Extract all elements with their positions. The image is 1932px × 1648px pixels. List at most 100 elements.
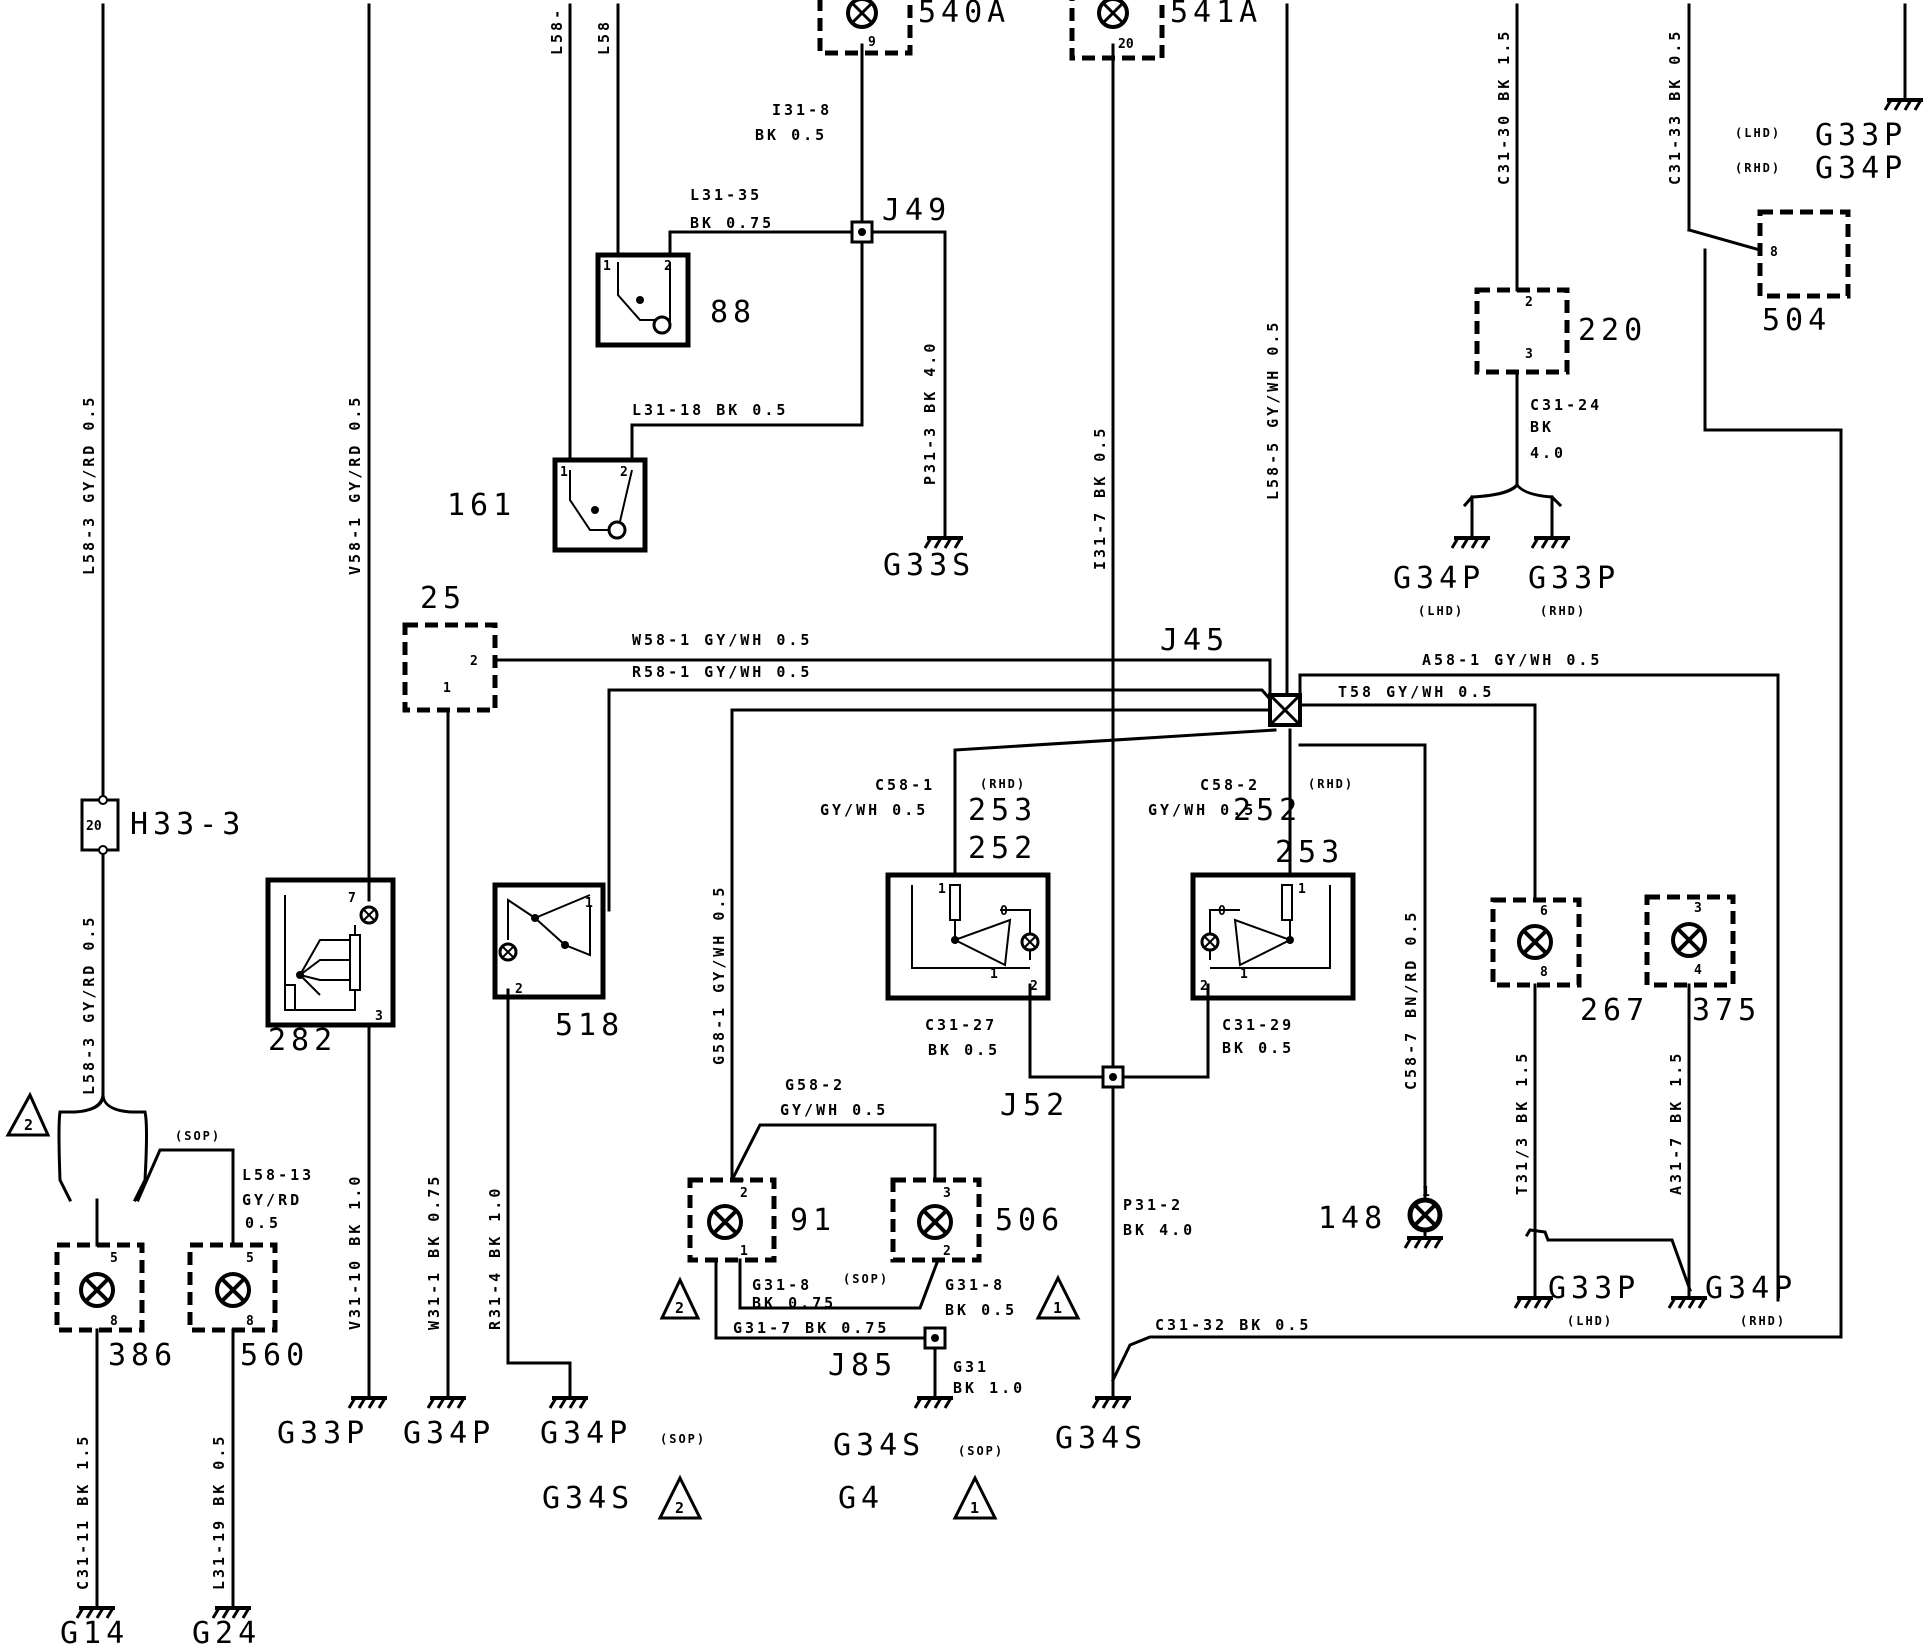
junction-j85: J85 <box>828 1326 947 1383</box>
relay-right: 1 0 2 1 252 253 <box>1190 793 1356 1001</box>
label-541a: 541A <box>1170 0 1262 30</box>
svg-text:BK 4.0: BK 4.0 <box>1123 1221 1195 1239</box>
svg-text:2: 2 <box>620 465 628 480</box>
component-148: 1 148 <box>1318 1185 1445 1250</box>
svg-text:BK 0.5: BK 0.5 <box>945 1301 1017 1319</box>
label-161: 161 <box>447 488 516 523</box>
label-g33p-r: G33P <box>1548 1271 1640 1306</box>
svg-text:L31-18 BK 0.5: L31-18 BK 0.5 <box>632 401 788 419</box>
svg-text:1: 1 <box>1240 967 1248 982</box>
svg-text:2: 2 <box>470 654 478 669</box>
svg-text:V58-1 GY/RD 0.5: V58-1 GY/RD 0.5 <box>346 395 364 575</box>
svg-text:(RHD): (RHD) <box>1540 604 1586 618</box>
svg-text:W31-1 BK 0.75: W31-1 BK 0.75 <box>425 1174 443 1330</box>
junction-j45: J45 <box>1160 623 1302 727</box>
label-g4: G4 <box>838 1481 884 1516</box>
label-504: 504 <box>1762 303 1831 338</box>
label-91: 91 <box>790 1203 836 1238</box>
label-220: 220 <box>1578 313 1647 348</box>
svg-text:G31: G31 <box>953 1358 989 1376</box>
svg-text:3: 3 <box>943 1186 951 1201</box>
svg-text:20: 20 <box>86 819 102 834</box>
svg-text:C58-7 BN/RD 0.5: C58-7 BN/RD 0.5 <box>1402 910 1420 1090</box>
svg-text:BK 0.5: BK 0.5 <box>755 126 827 144</box>
label-g33s: G33S <box>883 548 975 583</box>
label-267: 267 <box>1580 993 1649 1028</box>
note-2-mid: 2 <box>675 1299 687 1317</box>
relay-left: 1 0 2 1 253 252 <box>885 793 1051 1001</box>
svg-text:(SOP): (SOP) <box>843 1272 889 1286</box>
svg-text:T31/3 BK 1.5: T31/3 BK 1.5 <box>1513 1051 1531 1195</box>
label-g14: G14 <box>60 1616 129 1648</box>
component-386: 5 8 386 <box>54 1242 177 1373</box>
svg-text:V31-10 BK 1.0: V31-10 BK 1.0 <box>346 1174 364 1330</box>
svg-text:8: 8 <box>1770 245 1778 260</box>
svg-text:0: 0 <box>1000 904 1008 919</box>
svg-text:8: 8 <box>246 1314 254 1329</box>
component-560: 5 8 560 <box>187 1242 304 1373</box>
label-25: 25 <box>420 581 466 616</box>
component-541a: 20 541A <box>1069 0 1262 61</box>
svg-text:R58-1 GY/WH 0.5: R58-1 GY/WH 0.5 <box>632 663 812 681</box>
label-j49: J49 <box>882 193 951 228</box>
svg-text:I31-8: I31-8 <box>772 101 832 119</box>
label-386: 386 <box>108 1338 177 1373</box>
svg-text:BK: BK <box>1530 418 1554 436</box>
svg-text:5: 5 <box>110 1251 118 1266</box>
label-g24: G24 <box>192 1616 261 1648</box>
junction-j52: J52 <box>1000 1065 1125 1123</box>
label-g34p-r: G34P <box>1705 1271 1797 1306</box>
svg-text:1: 1 <box>990 967 998 982</box>
component-267: 6 8 267 <box>1490 897 1649 1028</box>
label-g34s-b5: G34S <box>1055 1421 1147 1456</box>
grounds <box>75 3 1925 1620</box>
svg-text:BK 0.75: BK 0.75 <box>752 1294 836 1312</box>
svg-text:L58-13: L58-13 <box>242 1166 314 1184</box>
svg-text:0.5: 0.5 <box>245 1214 281 1232</box>
component-91: 2 1 91 <box>687 1177 836 1263</box>
svg-text:3: 3 <box>1525 347 1533 362</box>
svg-text:0: 0 <box>1218 904 1226 919</box>
component-25: 2 1 25 <box>402 581 498 713</box>
svg-text:C31-27: C31-27 <box>925 1016 997 1034</box>
svg-text:W58-1 GY/WH 0.5: W58-1 GY/WH 0.5 <box>632 631 812 649</box>
label-j45: J45 <box>1160 623 1229 658</box>
svg-text:1: 1 <box>585 896 593 911</box>
label-253-right: 253 <box>1275 835 1344 870</box>
note-1-mid: 1 <box>1053 1299 1065 1317</box>
svg-text:C58-1: C58-1 <box>875 776 935 794</box>
label-506: 506 <box>995 1203 1064 1238</box>
svg-text:C31-32 BK 0.5: C31-32 BK 0.5 <box>1155 1316 1311 1334</box>
svg-text:P31-2: P31-2 <box>1123 1196 1183 1214</box>
svg-text:T58 GY/WH 0.5: T58 GY/WH 0.5 <box>1338 683 1494 701</box>
component-504: 8 504 <box>1757 209 1851 338</box>
svg-text:L58-3 GY/RD 0.5: L58-3 GY/RD 0.5 <box>80 915 98 1095</box>
label-g34p-rhd: G34P <box>1815 151 1907 186</box>
svg-text:(SOP): (SOP) <box>175 1129 221 1143</box>
svg-text:4.0: 4.0 <box>1530 444 1566 462</box>
label-g34s-tri: G34S <box>542 1481 634 1516</box>
component-506: 3 2 506 <box>890 1177 1064 1263</box>
svg-text:G31-7 BK 0.75: G31-7 BK 0.75 <box>733 1319 889 1337</box>
component-88: 1 2 88 <box>595 252 751 348</box>
svg-text:1: 1 <box>740 1244 748 1259</box>
component-518: 1 2 518 <box>492 882 619 1043</box>
svg-text:2: 2 <box>1030 979 1038 994</box>
svg-text:1: 1 <box>603 259 611 274</box>
svg-text:1: 1 <box>938 882 946 897</box>
svg-text:GY/WH 0.5: GY/WH 0.5 <box>780 1101 888 1119</box>
svg-text:4: 4 <box>1694 963 1702 978</box>
svg-text:C31-30 BK 1.5: C31-30 BK 1.5 <box>1495 29 1513 185</box>
note-2-bottom: 2 <box>675 1499 687 1517</box>
label-282: 282 <box>268 1023 337 1058</box>
svg-text:GY/WH 0.5: GY/WH 0.5 <box>820 801 928 819</box>
svg-text:GY/RD: GY/RD <box>242 1191 302 1209</box>
label-j85: J85 <box>828 1348 897 1383</box>
label-g33p-lhd: G33P <box>1815 118 1907 153</box>
label-253-top: 253 <box>968 793 1037 828</box>
svg-text:I31-7 BK 0.5: I31-7 BK 0.5 <box>1091 426 1109 570</box>
component-161: 1 2 161 <box>447 457 648 553</box>
svg-text:C58-2: C58-2 <box>1200 776 1260 794</box>
svg-text:2: 2 <box>1200 979 1208 994</box>
component-282: 7 3 282 <box>265 877 396 1058</box>
